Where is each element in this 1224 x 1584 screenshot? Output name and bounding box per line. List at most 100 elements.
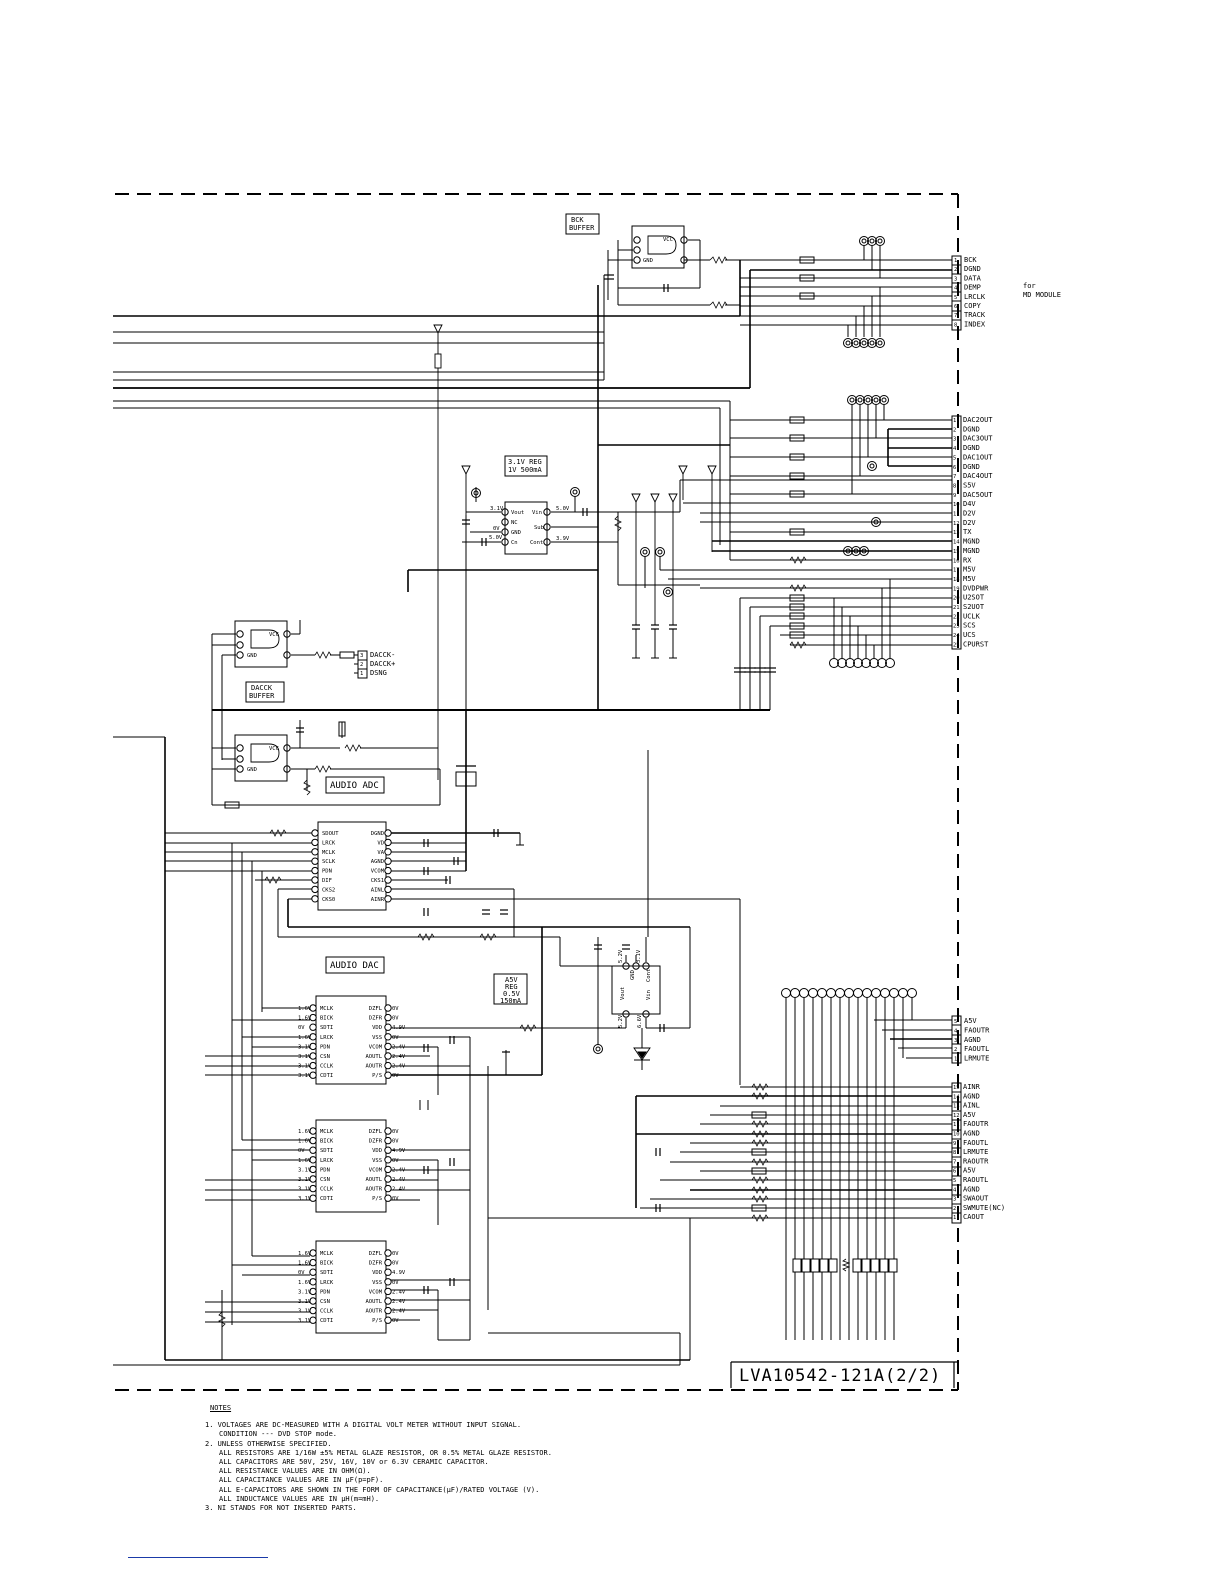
ain-wiring (630, 1083, 952, 1222)
dac-ic-3 (315, 1240, 387, 1334)
dac-pin-label: DZFR (369, 1016, 383, 1022)
dac-pin-label: AOUTR (366, 1309, 383, 1315)
dac-pin-voltage: 1.6V (298, 1035, 312, 1041)
connector-pin-label: DSNG (370, 669, 387, 677)
connector-pin-number: 5 (954, 1019, 957, 1025)
connector-pin-label: FAOUTL (963, 1139, 988, 1147)
dac-pin-label: P/S (372, 1073, 382, 1079)
dac-pin-voltage: 1.6V (298, 1251, 312, 1257)
dac-pin-label: PDN (320, 1044, 330, 1050)
svg-text:3.1V: 3.1V (636, 949, 642, 963)
svg-text:VCC: VCC (269, 632, 279, 638)
connector-pin-label: M5V (963, 566, 976, 574)
svg-text:MD MODULE: MD MODULE (1023, 291, 1061, 299)
connector-pin-number: 4 (953, 446, 957, 452)
svg-text:Sub: Sub (534, 525, 544, 531)
svg-text:5.2V: 5.2V (618, 1014, 624, 1028)
dac-pin-voltage: 1.6V (298, 1158, 312, 1164)
svg-text:6.6V: 6.6V (637, 1014, 643, 1028)
dac-pin-label: DZFR (369, 1261, 383, 1267)
connector-pin-label: COPY (964, 302, 982, 310)
connector-pin-number: 3 (953, 437, 956, 443)
a5v-reg-box (493, 973, 528, 1005)
dac-pin-voltage: 3.1V (298, 1064, 312, 1070)
dac-pin-label: VSS (372, 1158, 382, 1164)
connector-pin-label: DAC2OUT (963, 416, 993, 424)
dac-pin (309, 1306, 317, 1315)
connector-pin-number: 25 (953, 642, 960, 648)
dac-pin-label: VDD (372, 1148, 382, 1154)
dac-pin-label: VDD (372, 1270, 382, 1276)
svg-text:3.9V: 3.9V (556, 536, 570, 542)
dac-pin-label: AOUTR (366, 1187, 383, 1193)
connector-pin-label: DAC5OUT (963, 491, 993, 499)
connector-pin-number: 12 (953, 521, 960, 527)
dac-pin-voltage: 0V (298, 1025, 305, 1031)
note-line: ALL CAPACITANCE VALUES ARE IN μF(p=pF). (219, 1476, 384, 1485)
connector-pin-number: 11 (953, 512, 960, 518)
md-connector-wiring (709, 236, 952, 348)
dac-pin-voltage: 4.9V (392, 1148, 406, 1154)
svg-text:Cont: Cont (530, 540, 543, 546)
connector-pin-number: 1 (953, 1215, 956, 1221)
connector-pin-label: DEMP (964, 284, 981, 292)
svg-text:5.0V: 5.0V (556, 506, 570, 512)
svg-text:AUDIO DAC: AUDIO DAC (330, 961, 379, 971)
dac-pin-label: DZFL (369, 1006, 383, 1012)
connector-pin-label: M5V (963, 575, 976, 583)
dac-pin-label: BICK (320, 1139, 334, 1145)
connector-pin-number: 19 (953, 586, 960, 592)
dac-pin-label: DZFL (369, 1251, 383, 1257)
connector-pin-number: 4 (953, 1187, 957, 1193)
connector-pin-number: 11 (953, 1122, 960, 1128)
adc-pin (311, 895, 319, 903)
dac-pin-voltage: 3.1V (298, 1289, 312, 1295)
connector-pin-number: 2 (953, 1206, 956, 1212)
dac-pin-label: VCOM (369, 1167, 383, 1173)
dac-pin-voltage: 3.1V (298, 1167, 312, 1173)
a5v-reg-ic (559, 750, 691, 1070)
dac-pin (384, 1146, 392, 1154)
connector-pin-number: 22 (953, 614, 960, 620)
connector-pin-number: 23 (953, 624, 960, 630)
adc-pin-label: DIF (322, 878, 332, 884)
connector-pin-label: TRACK (964, 311, 986, 319)
connector-pin-label: DAC4OUT (963, 472, 993, 480)
dac-pin-voltage: 2.4V (392, 1044, 406, 1050)
svg-text:Vout: Vout (511, 510, 524, 516)
bck-buffer-ic (604, 225, 710, 306)
test-point-row (781, 988, 917, 1340)
dac-pin (309, 1127, 317, 1135)
dac-pin-voltage: 0V (392, 1318, 399, 1324)
connector-pin-number: 15 (953, 1085, 960, 1091)
dac-pin-voltage: 3.1V (298, 1309, 312, 1315)
connector-pin-number: 1 (360, 671, 363, 677)
connector-pin-number: 13 (953, 1104, 960, 1110)
connector-pin-label: AINR (963, 1083, 981, 1091)
dac-pin-voltage: 3.1V (298, 1054, 312, 1060)
dac-pin-voltage: 0V (392, 1035, 399, 1041)
note-line: ALL E-CAPACITORS ARE SHOWN IN THE FORM O… (219, 1485, 540, 1494)
svg-text:Vout: Vout (620, 987, 626, 1000)
dacck-connector (354, 650, 368, 679)
connector-pin-number: 16 (953, 558, 960, 564)
reg31-box (504, 455, 548, 477)
dac-pin-label: AOUTL (366, 1054, 383, 1060)
dac-pin (309, 1268, 317, 1276)
dac-pin-label: CSN (320, 1177, 330, 1183)
adc-pin-label: VD (377, 840, 384, 846)
connector-pin-label: S5V (963, 481, 976, 489)
dac-pin (384, 1156, 392, 1164)
connector-pin-number: 1 (954, 1057, 957, 1063)
note-line: 3. NI STANDS FOR NOT INSERTED PARTS. (205, 1504, 357, 1513)
connector-pin-label: FAOUTR (964, 1026, 990, 1034)
dac-pin (384, 1042, 392, 1051)
md-connector (951, 255, 962, 331)
svg-text:GND: GND (247, 653, 257, 659)
dac-pin-label: AOUTL (366, 1177, 383, 1183)
dac-pin-voltage: 2.4V (392, 1187, 406, 1193)
connector-pin-number: 3 (360, 653, 363, 659)
dac-pin-voltage: 2.4V (392, 1054, 406, 1060)
svg-text:VCC: VCC (663, 237, 673, 243)
adc-pin (384, 838, 392, 847)
